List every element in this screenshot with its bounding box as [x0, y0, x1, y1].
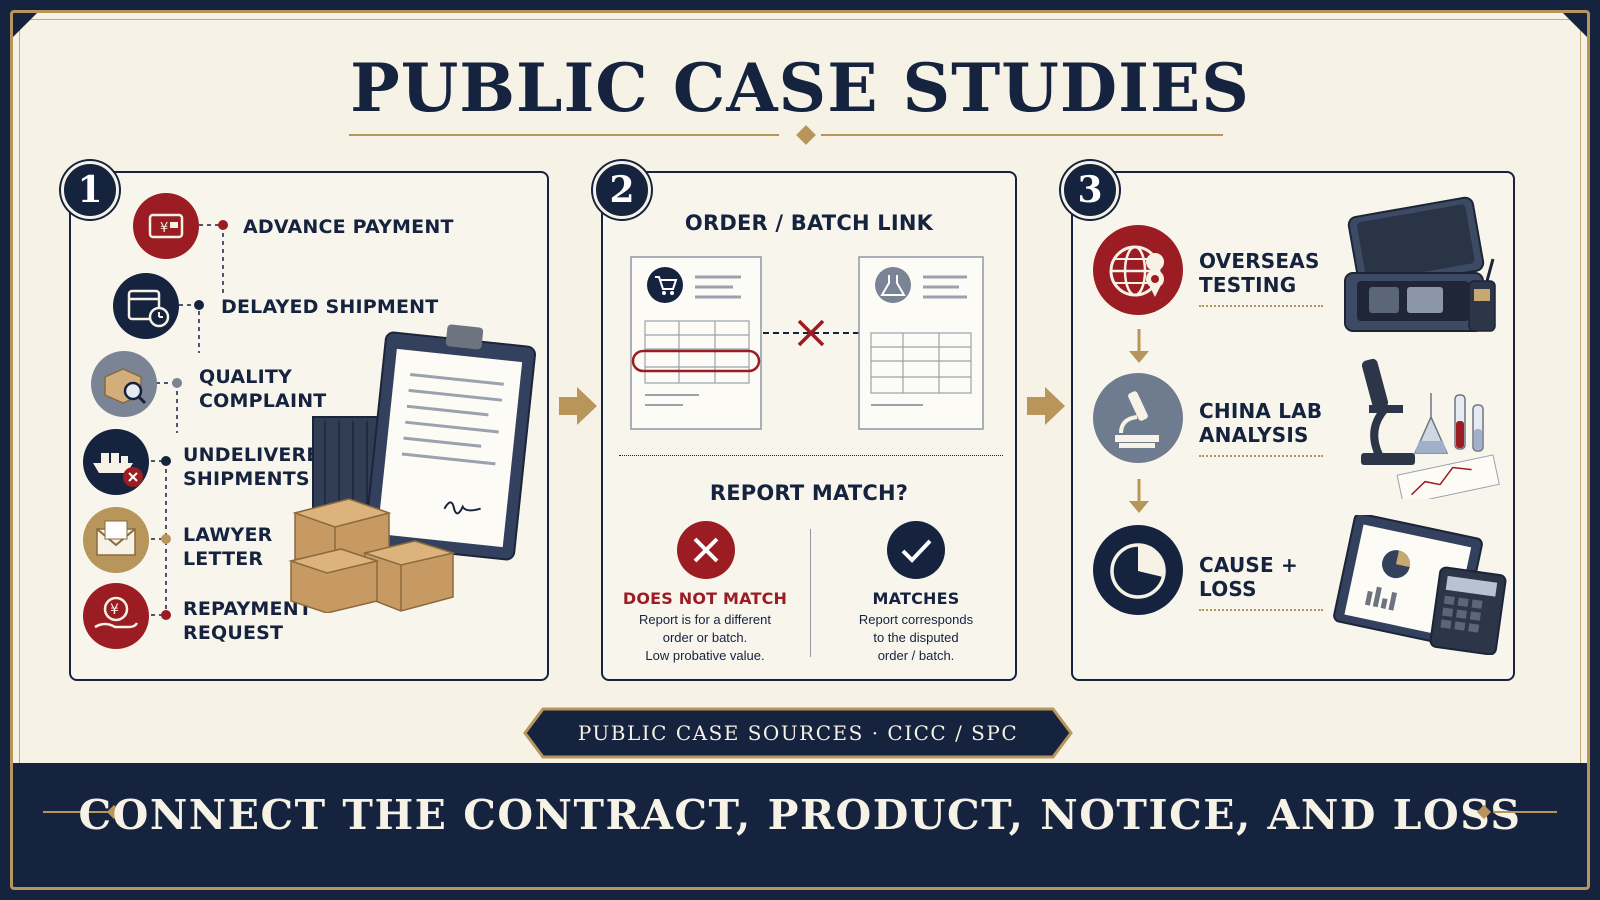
match-description: Report corresponds to the disputed order…: [858, 612, 974, 663]
svg-text:¥: ¥: [160, 221, 168, 236]
cargo-ship-icon: [83, 429, 149, 495]
sources-banner: PUBLIC CASE SOURCES · CICC / SPC: [523, 707, 1073, 759]
label-overseas-testing: OVERSEAS TESTING: [1199, 249, 1320, 297]
dot-red: [218, 220, 228, 230]
dotted-rule: [1199, 455, 1323, 457]
dot-navy: [194, 300, 204, 310]
x-circle-icon: [677, 521, 735, 579]
label-advance-payment: ADVANCE PAYMENT: [243, 216, 454, 238]
calendar-clock-icon: [113, 273, 179, 339]
panel-step-3: OVERSEAS TESTING CHINA LAB ANALYSIS CAUS…: [1071, 171, 1515, 681]
svg-text:¥: ¥: [110, 602, 119, 618]
flask-icon: [875, 267, 911, 303]
no-match-description: Report is for a different order or batch…: [639, 612, 771, 663]
report-match-question: REPORT MATCH?: [709, 481, 909, 505]
order-batch-heading: ORDER / BATCH LINK: [684, 211, 934, 235]
corner-ornament: [13, 13, 38, 38]
panel-step-1: ¥ ¥ ADVANCE PAYMENT DELAYED SHIPMENT QUA…: [69, 171, 549, 681]
page-title: PUBLIC CASE STUDIES: [350, 49, 1250, 127]
divider-vertical: [810, 529, 811, 657]
label-delayed-shipment: DELAYED SHIPMENT: [221, 296, 439, 318]
banner-shape: [523, 707, 1073, 759]
microscope-icon: [1093, 373, 1183, 463]
match-title: MATCHES: [872, 589, 960, 608]
testing-case-illustration: [1344, 196, 1496, 332]
label-lawyer-letter: LAWYER LETTER: [183, 524, 273, 570]
footer-rule-left: [43, 811, 113, 813]
dot-red: [161, 610, 171, 620]
check-circle-icon: [887, 521, 945, 579]
label-repayment-request: REPAYMENT REQUEST: [183, 598, 312, 644]
lab-equipment-illustration: [1361, 358, 1500, 499]
title-rule-left: [349, 134, 779, 136]
dotted-rule: [1199, 305, 1323, 307]
clipboard-boxes-illustration: [288, 324, 536, 613]
no-match-title: DOES NOT MATCH: [622, 589, 788, 608]
footer-bar: CONNECT THE CONTRACT, PRODUCT, NOTICE, A…: [13, 763, 1587, 887]
dotted-rule: [1199, 609, 1323, 611]
sources-text: PUBLIC CASE SOURCES · CICC / SPC: [577, 721, 1019, 745]
label-undelivered-shipments: UNDELIVERED SHIPMENTS: [183, 444, 336, 490]
arrow-down-icon: [1129, 479, 1149, 513]
envelope-icon: [83, 507, 149, 573]
step-number-2: 2: [593, 161, 651, 219]
corner-ornament: [1562, 13, 1587, 38]
arrow-down-icon: [1129, 329, 1149, 363]
order-batch-documents: [630, 256, 984, 430]
wallet-icon: ¥: [133, 193, 199, 259]
step-number-3: 3: [1061, 161, 1119, 219]
label-quality-complaint: QUALITY COMPLAINT: [199, 366, 327, 412]
yen-hand-icon: ¥: [83, 583, 149, 649]
arrow-right-icon: [1027, 387, 1065, 425]
label-cause-loss: CAUSE + LOSS: [1199, 553, 1298, 601]
cart-icon: [647, 267, 683, 303]
footer-tagline: CONNECT THE CONTRACT, PRODUCT, NOTICE, A…: [78, 791, 1522, 839]
infographic-frame: PUBLIC CASE STUDIES: [10, 10, 1590, 890]
step-number-1: 1: [61, 161, 119, 219]
globe-pin-icon: [1093, 225, 1183, 315]
report-calculator-illustration: [1333, 515, 1507, 655]
dot-gold: [161, 534, 171, 544]
dot-gray: [172, 378, 182, 388]
panel-step-2: ORDER / BATCH LINK REPORT MATCH?: [601, 171, 1017, 681]
footer-rule-right: [1493, 811, 1557, 813]
box-inspect-icon: [91, 351, 157, 417]
dot-navy: [161, 456, 171, 466]
title-rule-right: [821, 134, 1223, 136]
pie-chart-icon: [1093, 525, 1183, 615]
arrow-right-icon: [559, 387, 597, 425]
label-china-lab-analysis: CHINA LAB ANALYSIS: [1199, 399, 1323, 447]
divider-dotted: [619, 455, 1003, 456]
title-diamond: [796, 125, 816, 145]
